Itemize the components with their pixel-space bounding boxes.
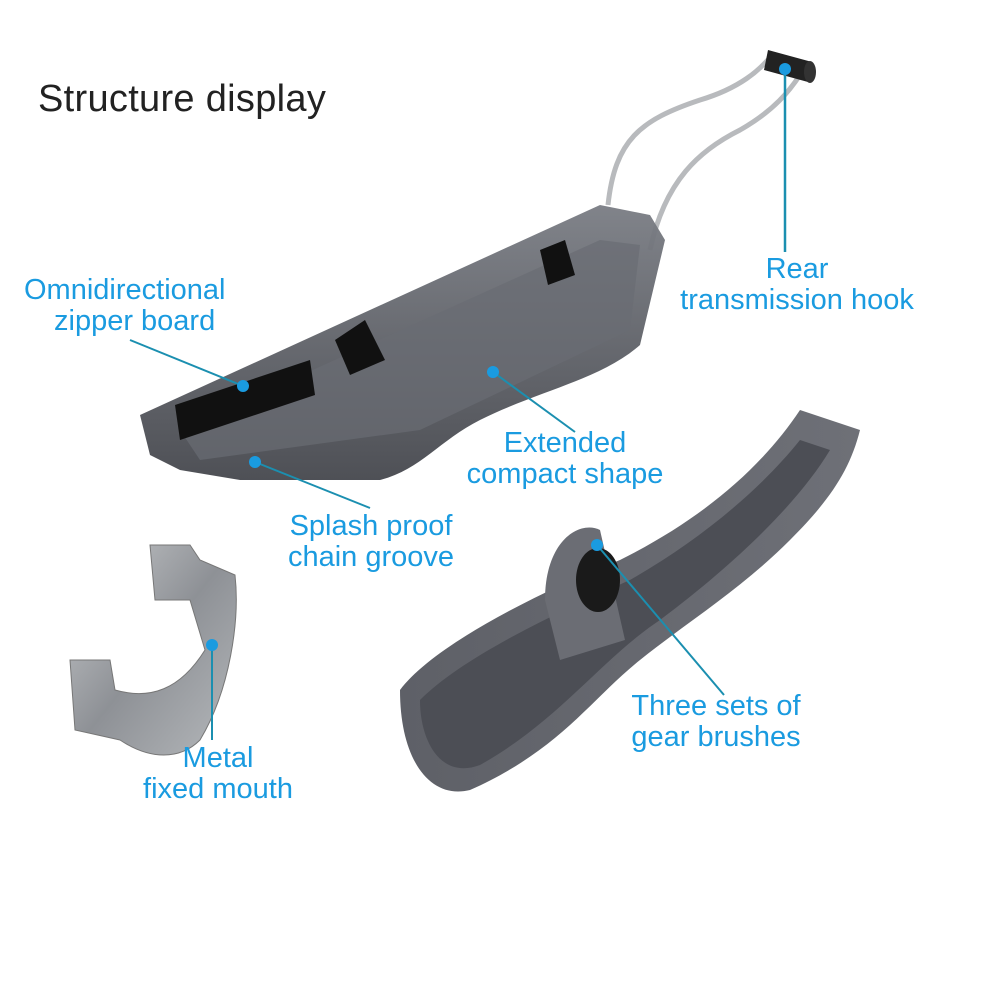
- label-line: Splash proof: [289, 510, 453, 542]
- callout-rear-hook: [779, 63, 791, 252]
- label-line: Three sets of: [631, 690, 801, 722]
- label-line: zipper board: [54, 305, 216, 337]
- label-line: Metal: [182, 742, 254, 774]
- callout-extended-shape: [487, 366, 576, 433]
- label-line: transmission hook: [680, 284, 914, 316]
- label-line: chain groove: [287, 541, 455, 573]
- label-extended-shape: Extended compact shape: [452, 428, 678, 490]
- callout-zipper-board: [129, 339, 249, 392]
- label-metal-mouth: Metal fixed mouth: [132, 743, 304, 805]
- lower-cleaner-tray: [400, 410, 860, 792]
- callout-splash-groove: [249, 456, 371, 509]
- zipper-board-bristles: [175, 360, 315, 440]
- metal-fixed-mouth-clip: [69, 544, 237, 756]
- gear-brush-top: [335, 240, 575, 375]
- gear-brush-lower: [545, 527, 625, 660]
- upper-cleaner-body: [140, 205, 665, 480]
- label-line: Omnidirectional: [24, 274, 226, 306]
- label-line: Extended: [503, 427, 627, 459]
- label-zipper-board: Omnidirectional zipper board: [24, 275, 225, 337]
- label-rear-hook: Rear transmission hook: [662, 254, 932, 316]
- handle-wire: [605, 53, 803, 251]
- label-line: gear brushes: [631, 721, 801, 753]
- label-splash-groove: Splash proof chain groove: [274, 511, 468, 573]
- page-title: Structure display: [38, 78, 327, 120]
- callout-gear-brushes: [591, 539, 725, 696]
- label-line: compact shape: [466, 458, 664, 490]
- callout-metal-mouth: [206, 639, 218, 740]
- label-line: fixed mouth: [143, 773, 293, 805]
- label-line: Rear: [765, 253, 829, 285]
- label-gear-brushes: Three sets of gear brushes: [616, 691, 816, 753]
